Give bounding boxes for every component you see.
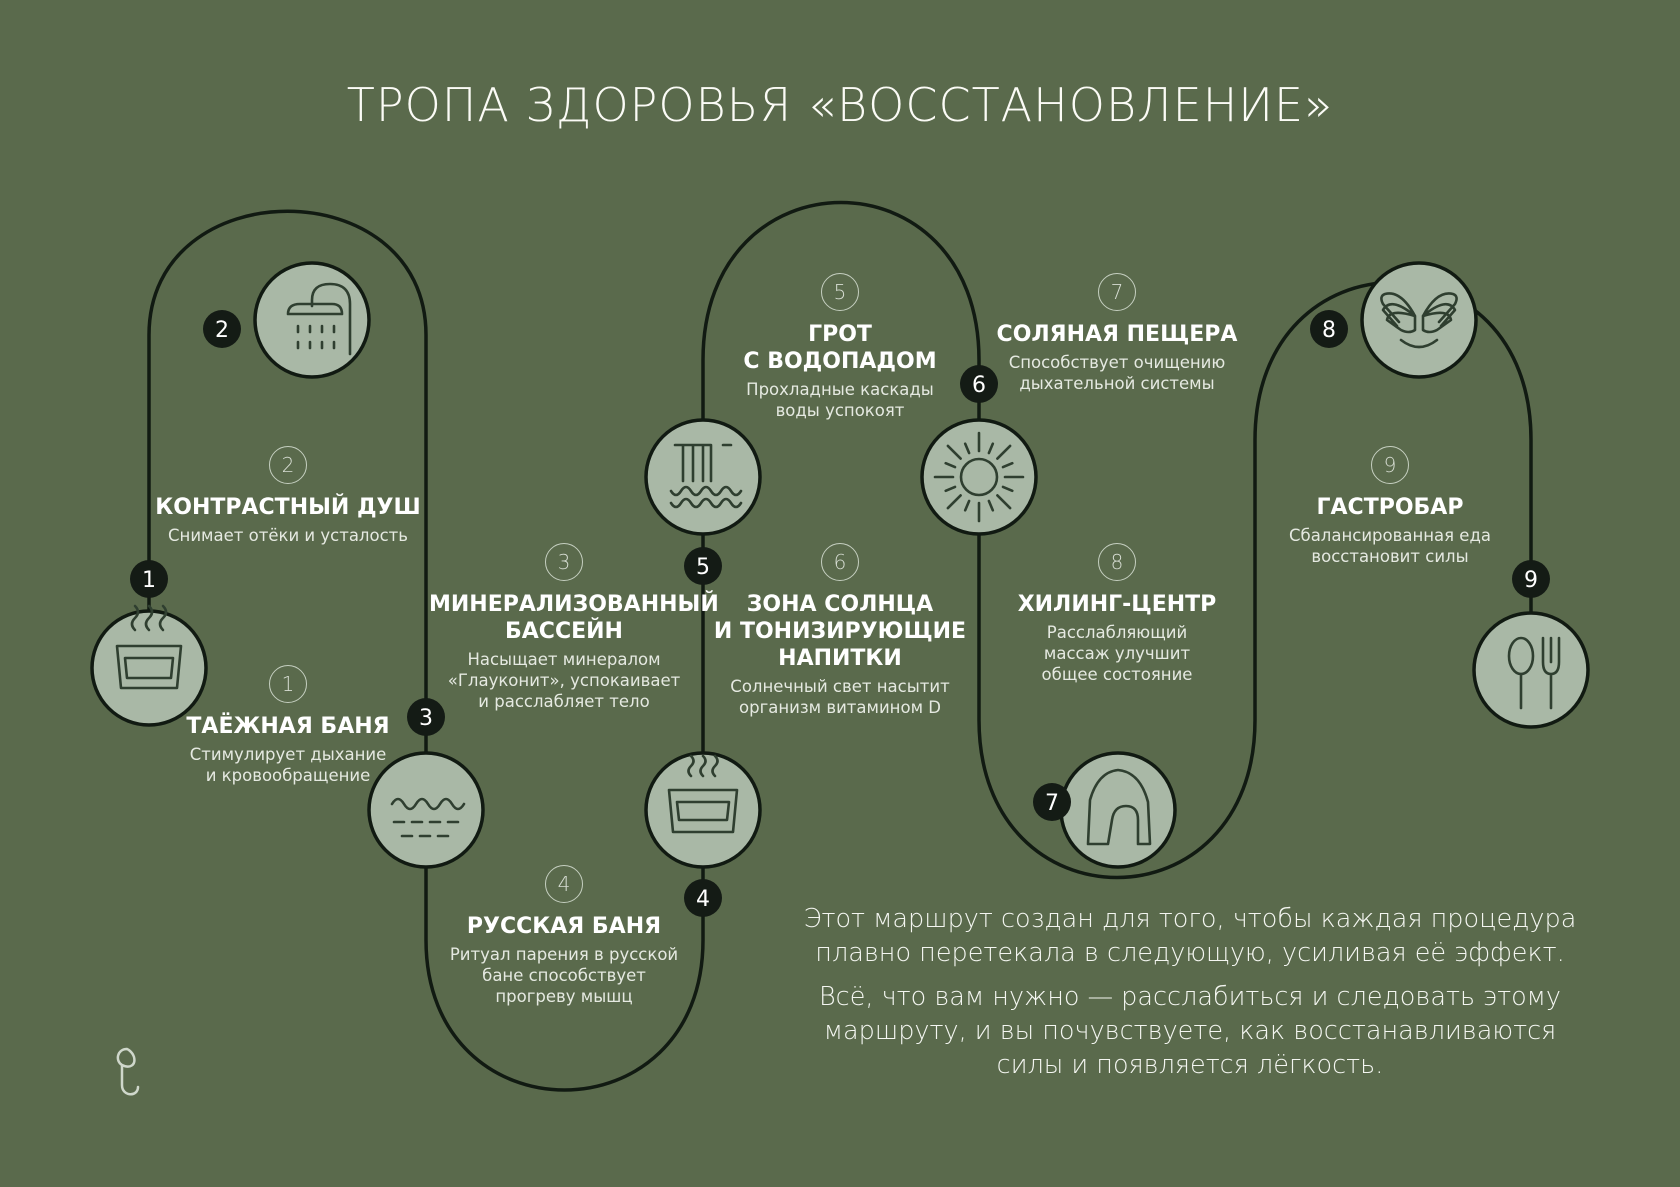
stop-number-ring: 6 bbox=[821, 543, 859, 581]
stop-description: Солнечный свет насытит организм витамино… bbox=[730, 677, 950, 717]
step-badge-2: 2 bbox=[203, 310, 241, 348]
stop-name: ТАЁЖНАЯ БАНЯ bbox=[186, 714, 390, 739]
step-badge-number: 8 bbox=[1322, 318, 1336, 343]
page-title: ТРОПА ЗДОРОВЬЯ «ВОССТАНОВЛЕНИЕ» bbox=[346, 78, 1334, 132]
stop-description: Ритуал парения в русской бане способству… bbox=[449, 945, 679, 1006]
brand-logo-icon bbox=[116, 1047, 140, 1096]
station-circle bbox=[644, 751, 762, 869]
stop-description: Прохладные каскады воды успокоят bbox=[746, 380, 934, 420]
station-7 bbox=[1059, 751, 1177, 869]
step-badge-1: 1 bbox=[130, 560, 168, 598]
station-circle bbox=[90, 609, 208, 727]
route-path bbox=[147, 200, 1533, 1092]
stop-label-4: 4 РУССКАЯ БАНЯ Ритуал парения в русской … bbox=[429, 865, 699, 1007]
stop-number-ring: 4 bbox=[545, 865, 583, 903]
stop-description: Стимулирует дыхание и кровообращение bbox=[189, 745, 387, 785]
stop-number-ring: 3 bbox=[545, 543, 583, 581]
stop-label-9: 9 ГАСТРОБАР Сбалансированная еда восстан… bbox=[1255, 446, 1525, 567]
station-circle bbox=[1472, 611, 1590, 729]
steam-bath-icon bbox=[667, 754, 739, 834]
step-badge-4: 4 bbox=[684, 879, 722, 917]
healing-hands-icon bbox=[1380, 292, 1458, 349]
stop-name: СОЛЯНАЯ ПЕЩЕРА bbox=[996, 322, 1238, 347]
stop-label-6: 6 ЗОНА СОЛНЦА И ТОНИЗИРУЮЩИЕ НАПИТКИ Сол… bbox=[705, 543, 975, 718]
sauna-bucket-icon bbox=[115, 604, 183, 690]
stop-description: Способствует очищению дыхательной систем… bbox=[1008, 353, 1226, 393]
station-circle bbox=[367, 751, 485, 869]
step-badge-number: 6 bbox=[972, 373, 986, 398]
stop-name: ГРОТ С ВОДОПАДОМ bbox=[743, 322, 937, 374]
step-badge-6: 6 bbox=[960, 365, 998, 403]
step-badge-number: 1 bbox=[142, 568, 156, 593]
step-badge-number: 7 bbox=[1045, 791, 1059, 816]
stop-label-8: 8 ХИЛИНГ-ЦЕНТР Расслабляющий массаж улуч… bbox=[982, 543, 1252, 685]
station-circle bbox=[1360, 261, 1478, 379]
step-badge-5: 5 bbox=[684, 547, 722, 585]
stop-name: РУССКАЯ БАНЯ bbox=[466, 914, 662, 939]
shower-icon bbox=[286, 282, 352, 356]
step-badge-3: 3 bbox=[407, 698, 445, 736]
station-2 bbox=[253, 261, 371, 379]
stop-description: Расслабляющий массаж улучшит общее состо… bbox=[1041, 623, 1193, 684]
stop-label-1: 1 ТАЁЖНАЯ БАНЯ Стимулирует дыхание и кро… bbox=[153, 665, 423, 786]
step-badge-number: 4 bbox=[696, 887, 710, 912]
stop-number-ring: 7 bbox=[1098, 273, 1136, 311]
stop-label-7: 7 СОЛЯНАЯ ПЕЩЕРА Способствует очищению д… bbox=[982, 273, 1252, 394]
station-1 bbox=[90, 604, 208, 727]
step-badge-number: 5 bbox=[696, 555, 710, 580]
stop-number-ring: 9 bbox=[1371, 446, 1409, 484]
stop-label-5: 5 ГРОТ С ВОДОПАДОМ Прохладные каскады во… bbox=[705, 273, 975, 421]
stop-name: ГАСТРОБАР bbox=[1316, 495, 1464, 520]
stop-number-ring: 5 bbox=[821, 273, 859, 311]
station-6 bbox=[920, 418, 1038, 536]
spoon-fork-icon bbox=[1507, 636, 1561, 710]
stop-description: Сбалансированная еда восстановит силы bbox=[1289, 526, 1491, 566]
stop-number-ring: 1 bbox=[269, 665, 307, 703]
station-5 bbox=[644, 418, 762, 536]
stop-description: Насыщает минералом «Глауконит», успокаив… bbox=[447, 650, 681, 711]
pool-icon bbox=[390, 797, 466, 838]
stop-label-2: 2 КОНТРАСТНЫЙ ДУШ Снимает отёки и устало… bbox=[153, 446, 423, 546]
step-badge-8: 8 bbox=[1310, 310, 1348, 348]
route-note: Этот маршрут создан для того, чтобы кажд… bbox=[800, 902, 1580, 1092]
stop-name: ХИЛИНГ-ЦЕНТР bbox=[1017, 592, 1217, 617]
station-9 bbox=[1472, 611, 1590, 729]
stop-name: КОНТРАСТНЫЙ ДУШ bbox=[155, 495, 421, 520]
step-badge-number: 3 bbox=[419, 706, 433, 731]
sun-icon bbox=[933, 431, 1025, 523]
stop-number-ring: 2 bbox=[269, 446, 307, 484]
stop-description: Снимает отёки и усталость bbox=[168, 526, 408, 545]
step-badge-number: 2 bbox=[215, 318, 229, 343]
salt-cave-icon bbox=[1086, 768, 1152, 846]
station-4 bbox=[644, 751, 762, 869]
note-paragraph-2: Всё, что вам нужно — расслабиться и след… bbox=[818, 982, 1561, 1080]
step-badge-7: 7 bbox=[1033, 783, 1071, 821]
station-3 bbox=[367, 751, 485, 869]
station-8 bbox=[1360, 261, 1478, 379]
stop-name: МИНЕРАЛИЗОВАННЫЙ БАССЕЙН bbox=[429, 592, 719, 644]
stop-label-3: 3 МИНЕРАЛИЗОВАННЫЙ БАССЕЙН Насыщает мине… bbox=[429, 543, 719, 712]
stop-number-ring: 8 bbox=[1098, 543, 1136, 581]
note-paragraph-1: Этот маршрут создан для того, чтобы кажд… bbox=[803, 904, 1577, 968]
step-badge-number: 9 bbox=[1524, 568, 1538, 593]
stop-name: ЗОНА СОЛНЦА И ТОНИЗИРУЮЩИЕ НАПИТКИ bbox=[713, 592, 967, 671]
station-circle bbox=[253, 261, 371, 379]
step-badge-9: 9 bbox=[1512, 560, 1550, 598]
waterfall-icon bbox=[669, 443, 743, 509]
